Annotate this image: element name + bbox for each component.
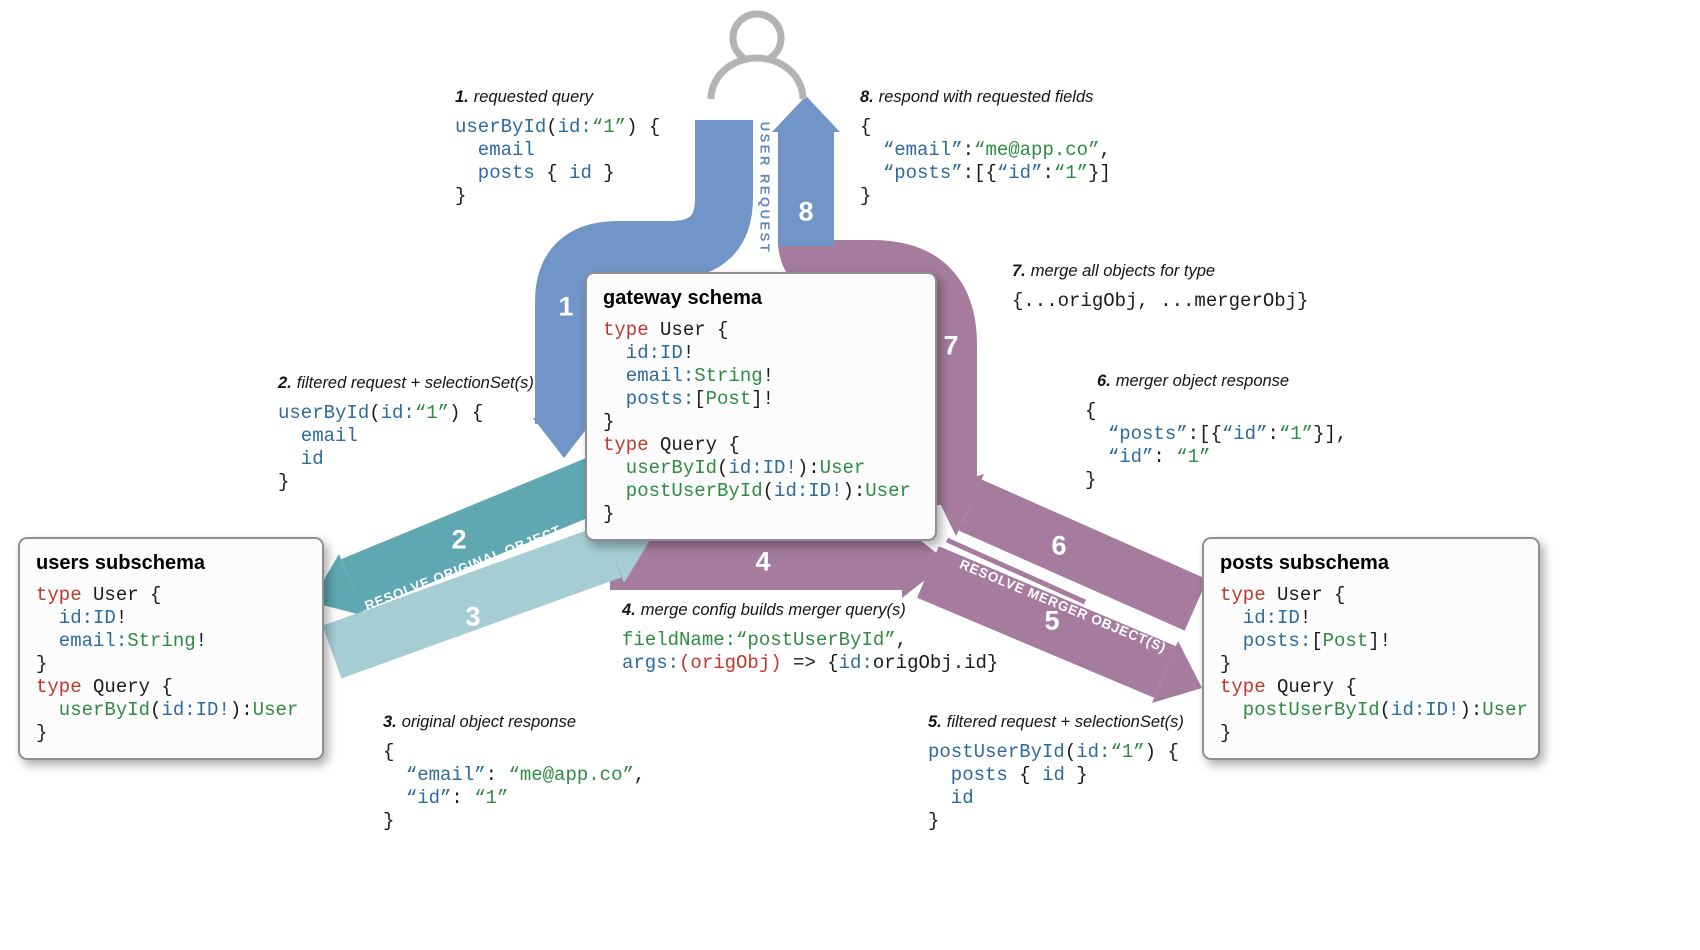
- step-7-merge-objects: 7.merge all objects for type {...origObj…: [1012, 262, 1308, 313]
- user-request-strip: [753, 96, 778, 276]
- step-7-label: 7.merge all objects for type: [1012, 262, 1216, 280]
- arrow-band-1: [535, 120, 753, 424]
- users-subschema-code: type User { id:ID! email:String!}type Qu…: [36, 584, 299, 744]
- arrow-4-number: 4: [755, 546, 771, 577]
- posts-subschema-code: type User { id:ID! posts:[Post]!}type Qu…: [1220, 584, 1528, 744]
- arrow-band-1-tip: [533, 418, 595, 458]
- arrow-band-5: [917, 546, 1176, 698]
- arrow-8-number: 8: [798, 196, 814, 227]
- merger-stripe-2: [945, 537, 1087, 605]
- arrow-band-4-tip: [902, 526, 948, 598]
- step-3-code: { “email”: “me@app.co”, “id”: “1”}: [383, 741, 646, 832]
- merger-stripe-1: [950, 519, 1107, 593]
- arrow-5-number: 5: [1044, 605, 1060, 636]
- step-6-merger-response: 6.merger object response { “posts”:[{“id…: [1085, 372, 1347, 492]
- step-2-filtered-request: 2.filtered request + selectionSet(s) use…: [278, 374, 534, 494]
- step-3-original-response: 3.original object response { “email”: “m…: [383, 713, 645, 833]
- step-4-merge-config: 4.merge config builds merger query(s) fi…: [622, 601, 998, 675]
- arrow-band-6: [958, 479, 1208, 631]
- arrow-1-number: 1: [558, 291, 574, 322]
- step-1-label: 1.requested query: [455, 88, 594, 106]
- arrow-7-number: 7: [943, 330, 959, 361]
- arrow-band-5-tip: [1152, 641, 1202, 703]
- arrow-band-4: [610, 534, 904, 590]
- arrow-band-8: [778, 126, 834, 246]
- arrow-band-6-tip: [933, 474, 984, 536]
- step-2-label: 2.filtered request + selectionSet(s): [278, 374, 534, 392]
- step-8-respond: 8.respond with requested fields { “email…: [860, 88, 1111, 208]
- step-4-code: fieldName:“postUserById”,args:(origObj) …: [622, 629, 999, 674]
- user-icon-shoulders: [707, 54, 807, 100]
- step-7-code: {...origObj, ...mergerObj}: [1012, 290, 1309, 312]
- step-5-filtered-request: 5.filtered request + selectionSet(s) pos…: [928, 713, 1184, 833]
- step-1-requested-query: 1.requested query userById(id:“1”) { ema…: [455, 88, 660, 208]
- users-subschema-box: users subschema type User { id:ID! email…: [18, 537, 324, 760]
- arrow-band-3: [322, 524, 622, 679]
- arrow-band-7: [778, 238, 977, 505]
- gateway-schema-code: type User { id:ID! email:String! posts:[…: [603, 319, 911, 525]
- arrow-6-number: 6: [1051, 530, 1067, 561]
- step-2-code: userById(id:“1”) { email id}: [278, 402, 484, 493]
- arrow-band-8-tip: [772, 96, 840, 132]
- step-4-label: 4.merge config builds merger query(s): [622, 601, 906, 619]
- gateway-schema-title: gateway schema: [603, 287, 762, 309]
- posts-subschema-title: posts subschema: [1220, 552, 1389, 574]
- users-subschema-title: users subschema: [36, 552, 205, 574]
- step-5-code: postUserById(id:“1”) { posts { id } id}: [928, 741, 1179, 832]
- user-request-label: USER REQUEST: [757, 121, 773, 255]
- step-8-label: 8.respond with requested fields: [860, 88, 1094, 106]
- step-3-label: 3.original object response: [383, 713, 577, 731]
- arrow-3-number: 3: [465, 601, 481, 632]
- posts-subschema-box: posts subschema type User { id:ID! posts…: [1202, 537, 1540, 760]
- arrow-band-2-tip: [311, 554, 365, 616]
- arrow-2-number: 2: [451, 524, 467, 555]
- step-1-code: userById(id:“1”) { email posts { id }}: [455, 116, 661, 207]
- step-6-label: 6.merger object response: [1097, 372, 1290, 390]
- step-5-label: 5.filtered request + selectionSet(s): [928, 713, 1184, 731]
- step-8-code: { “email”:“me@app.co”, “posts”:[{“id”:“1…: [860, 116, 1111, 207]
- step-6-code: { “posts”:[{“id”:“1”}], “id”: “1”}: [1085, 400, 1348, 491]
- gateway-schema-box: gateway schema type User { id:ID! email:…: [585, 272, 937, 541]
